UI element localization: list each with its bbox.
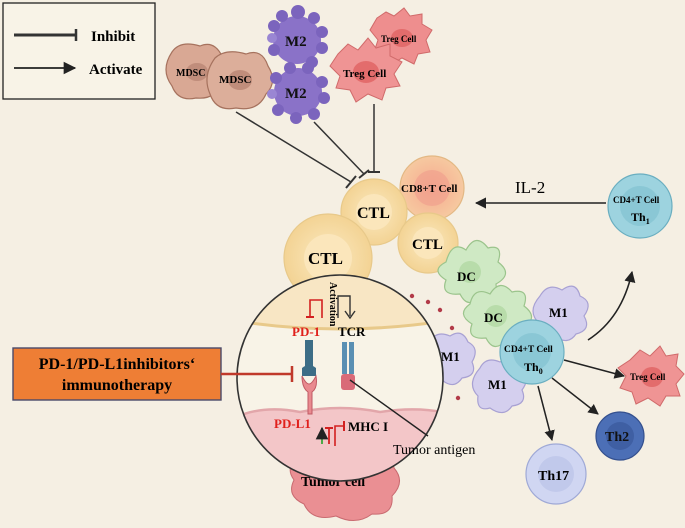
- m1-top-label: M1: [549, 305, 568, 320]
- th2-cell: Th2: [595, 411, 645, 461]
- cd4-th0-name: CD4+T Cell: [504, 345, 553, 355]
- dc-top-label: DC: [457, 269, 476, 284]
- legend-inhibit-label: Inhibit: [91, 29, 135, 45]
- th17-cell: Th17: [525, 443, 587, 505]
- pd1-label: PD-1: [292, 324, 320, 339]
- therapy-inhibit-line: [221, 366, 294, 382]
- therapy-box: PD-1/PD-L1inhibitors‘ immunotherapy: [12, 347, 222, 401]
- treg-cell: Treg Cell: [329, 37, 403, 103]
- therapy-line-1: PD-1/PD-L1inhibitors‘: [39, 356, 195, 373]
- ctl-top-label: CTL: [357, 205, 390, 222]
- treg-cells: Treg Cell Treg Cell: [329, 7, 433, 103]
- activation-label: Activation: [327, 282, 338, 327]
- therapy-line-2: immunotherapy: [62, 377, 172, 394]
- cd4-th0-cell: CD4+T Cell Th0: [499, 319, 565, 385]
- th2-label: Th2: [605, 430, 629, 445]
- legend-activate-label: Activate: [89, 62, 143, 78]
- mhc-label: MHC I: [348, 419, 388, 434]
- tumor-antigen-label: Tumor antigen: [393, 443, 475, 458]
- dc-top-cell: DC: [437, 239, 507, 304]
- differentiation-arrows: [537, 359, 626, 442]
- cd4-th1-cell: CD4+T Cell Th1: [607, 173, 673, 239]
- th0-to-th1-arrow: [587, 270, 636, 341]
- pd1-receptor: [302, 340, 316, 376]
- inhibit-legend-icon: [14, 29, 78, 41]
- ctl-left-label: CTL: [308, 249, 343, 268]
- ctl-right-label: CTL: [412, 237, 443, 253]
- mdsc-label: MDSC: [219, 74, 251, 86]
- tcr-label: TCR: [338, 324, 366, 339]
- m1-bottom-label: M1: [488, 377, 507, 392]
- m2-bottom-label: M2: [285, 86, 307, 102]
- tcr-receptor: [341, 342, 355, 390]
- m2-top-label: M2: [285, 34, 307, 50]
- treg-right-label: Treg Cell: [630, 372, 666, 382]
- treg-label: Treg Cell: [343, 68, 386, 80]
- treg-small-label: Treg Cell: [381, 34, 417, 44]
- legend-box: [2, 2, 156, 100]
- cd8-t-cell: CD8+T Cell: [399, 155, 465, 221]
- pdl1-label: PD-L1: [274, 416, 311, 431]
- pdl1-ligand: [301, 374, 317, 415]
- m1-left-label: M1: [441, 349, 460, 364]
- th17-label: Th17: [538, 469, 569, 484]
- m2-bottom-cell: M2: [267, 62, 330, 124]
- cd4-th1-name: CD4+T Cell: [613, 195, 660, 205]
- legend: Inhibit Activate: [2, 2, 156, 100]
- m2-top-cell: M2: [267, 5, 328, 68]
- ctl-right-cell: CTL: [397, 212, 459, 274]
- il2-label: IL-2: [515, 178, 545, 197]
- mdsc-small-label: MDSC: [176, 68, 205, 79]
- mdsc-cells: MDSC MDSC: [165, 43, 274, 110]
- treg-right-cell: Treg Cell: [617, 345, 685, 407]
- m2-cells: M2 M2: [267, 5, 330, 124]
- dc-bottom-label: DC: [484, 310, 503, 325]
- cd8-label: CD8+T Cell: [401, 183, 457, 195]
- cd4-th1-sub: Th1: [631, 210, 650, 226]
- tumor-antigen-pointer: [349, 379, 429, 437]
- inhibition-arrows: [235, 104, 380, 189]
- il2-signal: IL-2: [474, 178, 606, 209]
- cd4-th0-sub: Th0: [524, 360, 543, 376]
